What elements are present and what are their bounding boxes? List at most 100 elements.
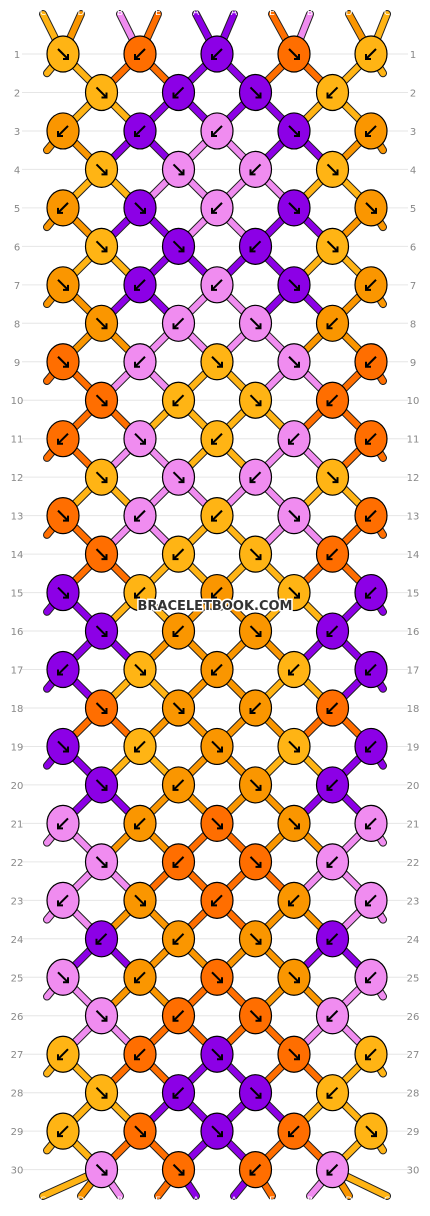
arrow-head — [63, 977, 69, 984]
arrow-head — [217, 361, 223, 368]
arrow-head — [101, 1169, 108, 1176]
string-label-bottom: B — [117, 1196, 123, 1206]
row-number-left: 9 — [14, 358, 20, 369]
arrow-head — [332, 169, 339, 176]
knot — [277, 35, 311, 73]
knot — [277, 343, 311, 381]
row-number-right: 26 — [407, 1012, 420, 1023]
knot — [354, 804, 388, 843]
knot — [84, 843, 119, 881]
row-number-left: 14 — [11, 550, 24, 561]
row-number-left: 23 — [11, 896, 24, 907]
knot — [46, 420, 80, 458]
knot — [84, 458, 119, 496]
string-label-top: B — [307, 8, 313, 18]
row-number-left: 5 — [14, 204, 20, 215]
arrow-head — [101, 477, 108, 484]
arrow-head — [365, 54, 371, 60]
arrow-head — [365, 1054, 371, 1061]
arrow-head — [134, 592, 140, 599]
string-label-bottom: C — [384, 1196, 390, 1206]
string-label-bottom: C — [40, 1196, 46, 1206]
arrow-head — [332, 246, 339, 253]
arrow-down-right-icon — [288, 125, 300, 137]
arrow-head — [57, 900, 63, 907]
arrow-head — [134, 361, 140, 368]
arrow-head — [140, 207, 146, 214]
row-number-right: 30 — [407, 1166, 420, 1177]
arrow-down-left-icon — [365, 894, 377, 907]
arrow-down-left-icon — [211, 48, 223, 60]
arrow-down-right-icon — [57, 279, 69, 291]
knot — [46, 112, 80, 150]
arrow-head — [134, 1054, 140, 1061]
arrow-down-right-icon — [95, 1163, 108, 1176]
knot — [200, 112, 234, 150]
row-number-left: 2 — [14, 88, 20, 99]
arrow-down-left-icon — [326, 625, 339, 637]
row-number-right: 29 — [407, 1127, 420, 1138]
knot — [84, 689, 119, 727]
knot — [200, 727, 234, 766]
row-number-left: 29 — [11, 1127, 24, 1138]
arrow-head — [294, 361, 300, 368]
knot — [46, 650, 80, 689]
row-number-left: 20 — [11, 781, 24, 792]
arrow-head — [172, 1015, 179, 1022]
arrow-down-left-icon — [57, 817, 69, 830]
arrow-head — [326, 1169, 333, 1176]
knot — [123, 573, 157, 612]
row-number-left: 7 — [14, 281, 20, 292]
arrow-down-left-icon — [57, 894, 69, 907]
arrow-down-left-icon — [211, 509, 223, 522]
row-number-left: 25 — [11, 973, 24, 984]
knot — [46, 1035, 80, 1073]
row-number-right: 23 — [407, 896, 420, 907]
knot — [200, 804, 234, 843]
knot — [315, 843, 350, 881]
knot — [123, 266, 157, 304]
arrow-head — [211, 515, 217, 522]
arrow-down-left-icon — [365, 1048, 377, 1060]
arrow-down-left-icon — [211, 279, 223, 291]
arrow-head — [134, 823, 140, 830]
arrow-head — [95, 938, 102, 945]
arrow-head — [140, 1131, 146, 1138]
arrow-head — [172, 323, 179, 330]
arrow-down-right-icon — [249, 317, 262, 329]
knot — [354, 35, 388, 73]
arrow-head — [294, 823, 300, 830]
arrow-head — [326, 400, 333, 407]
row-number-left: 8 — [14, 319, 20, 330]
arrow-head — [217, 977, 223, 984]
arrow-down-left-icon — [134, 586, 146, 599]
arrow-head — [101, 554, 108, 561]
arrow-head — [211, 438, 217, 445]
arrow-down-left-icon — [365, 279, 377, 291]
arrow-down-left-icon — [211, 125, 223, 137]
arrow-head — [255, 323, 262, 330]
knot — [238, 150, 273, 189]
arrow-down-right-icon — [288, 356, 300, 368]
row-number-right: 5 — [410, 204, 416, 215]
arrow-down-right-icon — [365, 1125, 377, 1137]
arrow-head — [326, 92, 333, 99]
string-label-top: A — [231, 8, 238, 18]
arrow-down-right-icon — [134, 202, 146, 214]
knot — [315, 920, 350, 958]
arrow-head — [249, 707, 256, 714]
arrow-down-right-icon — [57, 356, 69, 368]
arrow-down-right-icon — [326, 240, 339, 253]
row-number-right: 4 — [410, 165, 416, 176]
arrow-down-left-icon — [172, 548, 185, 560]
knot — [200, 497, 234, 535]
arrow-down-right-icon — [134, 1125, 146, 1137]
row-number-left: 1 — [14, 50, 20, 61]
arrow-head — [57, 438, 63, 445]
arrow-head — [288, 900, 294, 907]
arrow-down-left-icon — [365, 432, 377, 445]
row-number-right: 10 — [407, 396, 420, 407]
arrow-down-left-icon — [211, 432, 223, 445]
arrow-head — [140, 900, 146, 907]
